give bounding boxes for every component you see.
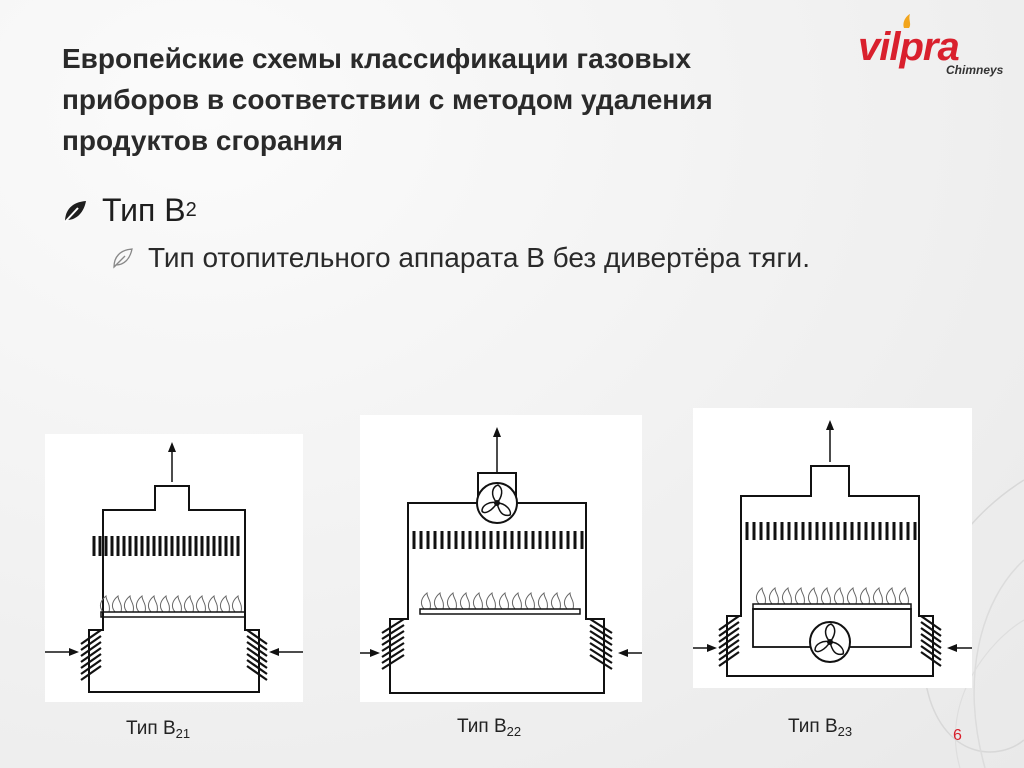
bullet-sub-description: Тип отопительного аппарата B без дивертё…	[112, 242, 810, 274]
bullet-main-subscript: 2	[185, 199, 197, 221]
page-number: 6	[953, 727, 962, 744]
caption-b22-subscript: 22	[506, 724, 522, 739]
slide-title: Европейские схемы классификации газовых …	[62, 38, 862, 161]
bullet-sub-text: Тип отопительного аппарата B без дивертё…	[148, 242, 810, 273]
leaf-bullet-icon	[64, 200, 86, 223]
title-line-2: приборов в соответствии с методом удален…	[62, 84, 713, 115]
caption-b22-text: Тип B	[457, 716, 507, 737]
supply-fan-icon	[809, 621, 851, 663]
caption-b21-subscript: 21	[175, 726, 191, 741]
exhaust-fan-icon	[476, 482, 518, 524]
caption-b23-subscript: 23	[837, 724, 853, 739]
caption-b21: Тип B21	[126, 718, 190, 741]
title-line-1: Европейские схемы классификации газовых	[62, 43, 692, 74]
diagram-b21	[45, 434, 303, 702]
diagram-b22	[360, 415, 642, 702]
diagram-b23	[693, 408, 972, 688]
svg-text:Chimneys: Chimneys	[946, 63, 1004, 77]
caption-b23-text: Тип B	[788, 716, 838, 737]
caption-b22: Тип B22	[457, 716, 521, 739]
leaf-outline-bullet-icon	[113, 248, 133, 269]
caption-b23: Тип B23	[788, 716, 852, 739]
svg-text:vilpra: vilpra	[858, 25, 959, 69]
caption-b21-text: Тип B	[126, 718, 176, 739]
bullet-main-text: Тип B	[102, 192, 186, 228]
vilpra-logo: vilpra Chimneys	[858, 14, 1004, 77]
title-line-3: продуктов сгорания	[62, 125, 343, 156]
